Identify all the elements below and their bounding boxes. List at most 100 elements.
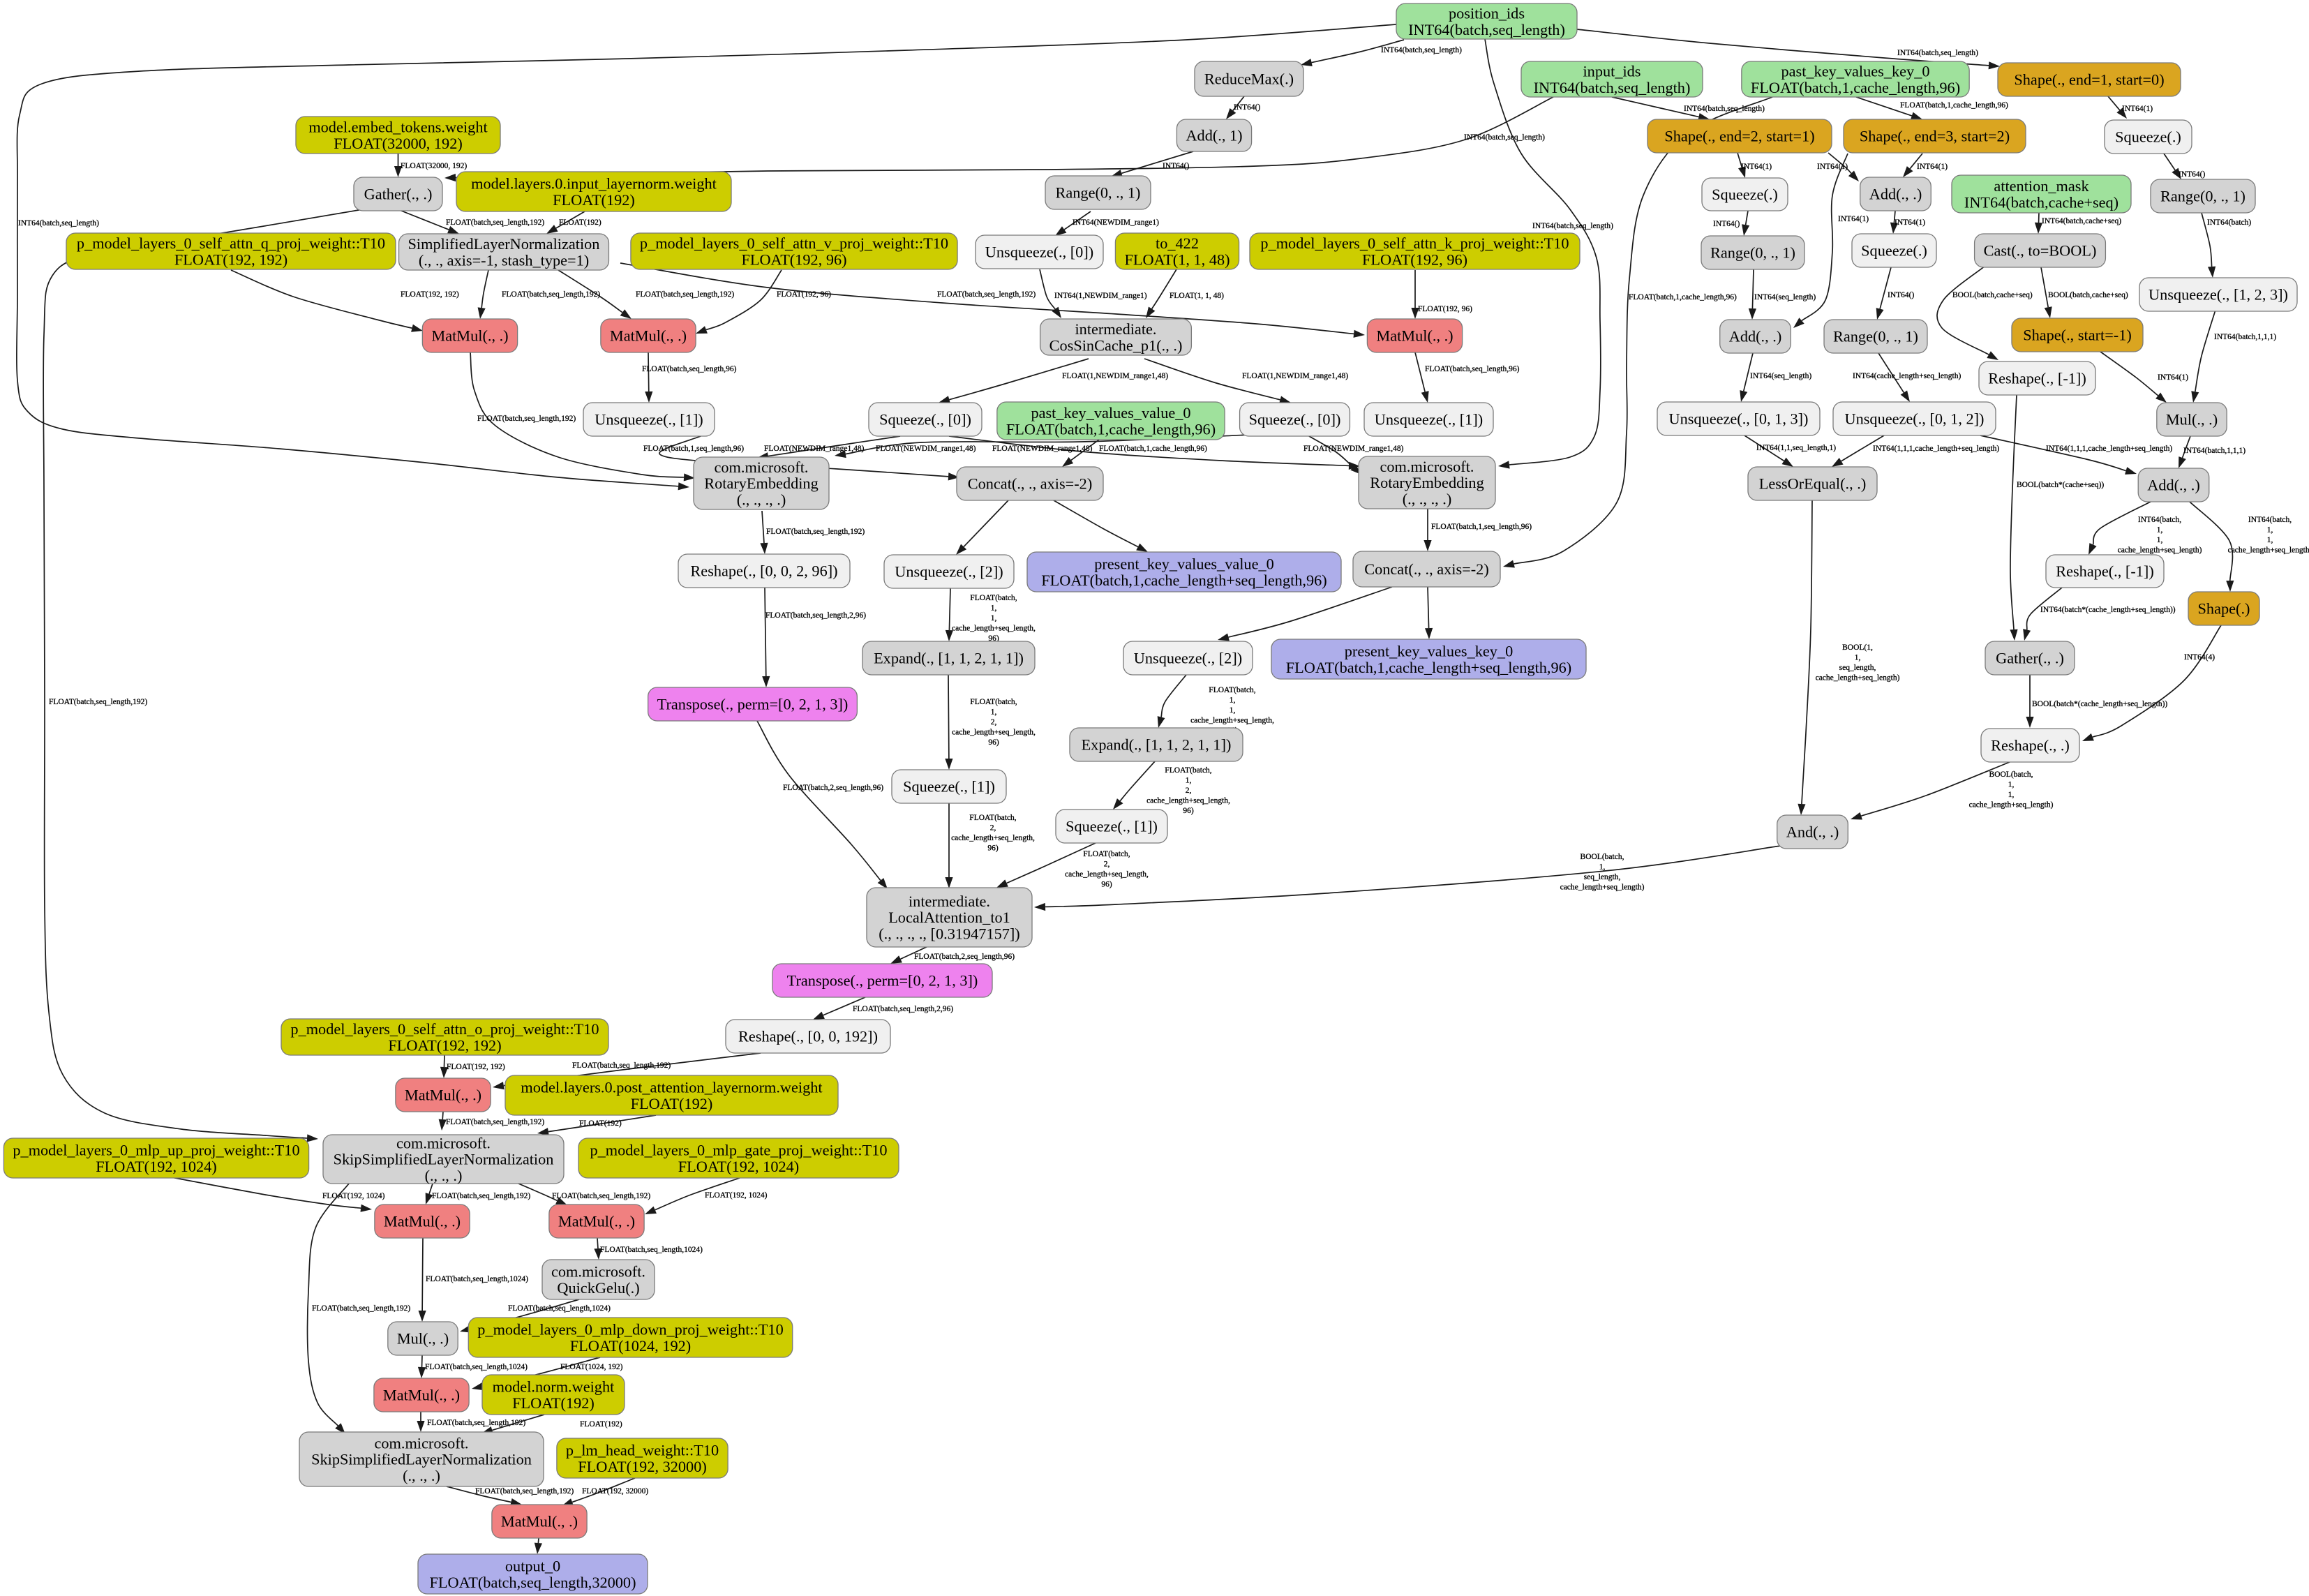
- svg-text:Shape(., end=2, start=1): Shape(., end=2, start=1): [1664, 128, 1814, 145]
- svg-text:Add(., 1): Add(., 1): [1186, 127, 1242, 144]
- svg-text:model.layers.0.post_attention_: model.layers.0.post_attention_layernorm.…: [521, 1079, 823, 1096]
- svg-text:FLOAT(batch,seq_length,192): FLOAT(batch,seq_length,192): [446, 218, 544, 227]
- svg-text:FLOAT(batch,seq_length,192): FLOAT(batch,seq_length,192): [432, 1192, 530, 1200]
- svg-text:FLOAT(batch,seq_length,192): FLOAT(batch,seq_length,192): [937, 290, 1036, 299]
- svg-text:INT64(batch,seq_length): INT64(batch,seq_length): [1534, 79, 1691, 96]
- svg-text:p_model_layers_0_mlp_down_proj: p_model_layers_0_mlp_down_proj_weight::T…: [477, 1321, 783, 1338]
- svg-text:FLOAT(NEWDIM_range1,48): FLOAT(NEWDIM_range1,48): [992, 445, 1093, 453]
- svg-text:2,: 2,: [1186, 786, 1192, 795]
- svg-text:FLOAT(batch,seq_length,192): FLOAT(batch,seq_length,192): [766, 528, 865, 536]
- svg-text:(., ., .): (., ., .): [425, 1167, 463, 1184]
- svg-text:(., ., ., ., [0.31947157]): (., ., ., ., [0.31947157]): [879, 925, 1020, 943]
- svg-text:INT64(seq_length): INT64(seq_length): [1754, 293, 1816, 301]
- svg-text:INT64(1): INT64(1): [1817, 163, 1848, 171]
- svg-text:FLOAT(batch,: FLOAT(batch,: [970, 698, 1017, 706]
- svg-text:FLOAT(batch,seq_length,32000): FLOAT(batch,seq_length,32000): [430, 1574, 636, 1591]
- svg-text:cache_length+seq_length): cache_length+seq_length): [2228, 546, 2309, 555]
- svg-text:FLOAT(192, 192): FLOAT(192, 192): [174, 251, 287, 268]
- svg-text:cache_length+seq_length,: cache_length+seq_length,: [1065, 870, 1149, 879]
- svg-text:com.microsoft.: com.microsoft.: [551, 1263, 645, 1281]
- svg-text:Add(., .): Add(., .): [1869, 186, 1922, 203]
- svg-text:FLOAT(batch,seq_length,1024): FLOAT(batch,seq_length,1024): [425, 1363, 528, 1371]
- svg-text:FLOAT(192): FLOAT(192): [553, 191, 635, 209]
- svg-text:FLOAT(batch,2,seq_length,96): FLOAT(batch,2,seq_length,96): [914, 953, 1015, 961]
- svg-text:FLOAT(batch,seq_length,96): FLOAT(batch,seq_length,96): [642, 365, 737, 373]
- svg-text:Unsqueeze(., [0, 1, 3]): Unsqueeze(., [0, 1, 3]): [1669, 410, 1809, 428]
- svg-text:cache_length+seq_length,: cache_length+seq_length,: [951, 834, 1035, 842]
- svg-text:And(., .): And(., .): [1786, 823, 1839, 841]
- svg-text:FLOAT(batch,seq_length,1024): FLOAT(batch,seq_length,1024): [426, 1275, 528, 1283]
- svg-text:96): 96): [988, 738, 999, 747]
- svg-text:Range(0, ., 1): Range(0, ., 1): [1833, 328, 1918, 345]
- svg-text:p_model_layers_0_self_attn_k_p: p_model_layers_0_self_attn_k_proj_weight…: [1260, 234, 1569, 252]
- svg-text:FLOAT(batch,1,seq_length,96): FLOAT(batch,1,seq_length,96): [643, 445, 744, 453]
- svg-text:RotaryEmbedding: RotaryEmbedding: [704, 475, 818, 492]
- svg-text:Cast(., to=BOOL): Cast(., to=BOOL): [1984, 242, 2097, 260]
- svg-text:past_key_values_value_0: past_key_values_value_0: [1031, 404, 1190, 422]
- svg-text:Squeeze(., [0]): Squeeze(., [0]): [1249, 411, 1341, 428]
- svg-text:FLOAT(192, 1024): FLOAT(192, 1024): [678, 1158, 799, 1175]
- svg-text:Squeeze(.): Squeeze(.): [1712, 186, 1778, 203]
- svg-text:Unsqueeze(., [1]): Unsqueeze(., [1]): [595, 411, 703, 428]
- svg-text:INT64(batch,1,1,1): INT64(batch,1,1,1): [2183, 447, 2246, 455]
- svg-text:Unsqueeze(., [2]): Unsqueeze(., [2]): [895, 563, 1003, 581]
- svg-text:model.layers.0.input_layernorm: model.layers.0.input_layernorm.weight: [471, 175, 717, 193]
- svg-text:intermediate.: intermediate.: [909, 893, 990, 910]
- svg-text:FLOAT(batch,seq_length,192): FLOAT(batch,seq_length,192): [552, 1192, 650, 1200]
- svg-text:present_key_values_key_0: present_key_values_key_0: [1345, 643, 1513, 660]
- svg-text:FLOAT(batch,: FLOAT(batch,: [969, 814, 1017, 822]
- svg-text:cache_length+seq_length,: cache_length+seq_length,: [952, 625, 1036, 633]
- svg-text:cache_length+seq_length,: cache_length+seq_length,: [1190, 717, 1274, 725]
- svg-text:FLOAT(192, 192): FLOAT(192, 192): [388, 1036, 501, 1054]
- svg-text:INT64(4): INT64(4): [2184, 653, 2215, 662]
- svg-text:com.microsoft.: com.microsoft.: [715, 458, 809, 476]
- svg-text:Expand(., [1, 1, 2, 1, 1]): Expand(., [1, 1, 2, 1, 1]): [874, 650, 1024, 667]
- svg-text:FLOAT(192): FLOAT(192): [559, 218, 601, 227]
- svg-text:cache_length+seq_length): cache_length+seq_length): [1969, 801, 2054, 810]
- svg-text:FLOAT(192, 192): FLOAT(192, 192): [401, 290, 459, 299]
- svg-text:FLOAT(batch,seq_length,192): FLOAT(batch,seq_length,192): [572, 1061, 671, 1070]
- svg-text:MatMul(., .): MatMul(., .): [501, 1513, 578, 1530]
- svg-text:FLOAT(batch,2,seq_length,96): FLOAT(batch,2,seq_length,96): [783, 784, 883, 792]
- svg-text:MatMul(., .): MatMul(., .): [405, 1087, 481, 1104]
- svg-text:LessOrEqual(., .): LessOrEqual(., .): [1759, 475, 1867, 493]
- svg-text:FLOAT(batch,1,seq_length,96): FLOAT(batch,1,seq_length,96): [1431, 523, 1532, 531]
- svg-text:INT64(1): INT64(1): [1741, 163, 1772, 171]
- svg-text:Concat(., ., axis=-2): Concat(., ., axis=-2): [968, 475, 1093, 493]
- svg-text:INT64(batch,seq_length): INT64(batch,seq_length): [1532, 222, 1613, 230]
- svg-text:Transpose(., perm=[0, 2, 1, 3]: Transpose(., perm=[0, 2, 1, 3]): [787, 972, 978, 990]
- svg-text:INT64(): INT64(): [1234, 103, 1260, 112]
- svg-text:p_model_layers_0_self_attn_v_p: p_model_layers_0_self_attn_v_proj_weight…: [640, 234, 948, 252]
- svg-text:INT64(): INT64(): [1888, 291, 1914, 299]
- svg-text:BOOL(batch,: BOOL(batch,: [1581, 853, 1624, 861]
- svg-text:SkipSimplifiedLayerNormalizati: SkipSimplifiedLayerNormalization: [311, 1451, 532, 1468]
- svg-text:FLOAT(192, 96): FLOAT(192, 96): [1362, 251, 1467, 268]
- svg-text:cache_length+seq_length): cache_length+seq_length): [1816, 674, 1900, 683]
- svg-text:INT64(1): INT64(1): [2122, 105, 2153, 113]
- svg-text:FLOAT(192): FLOAT(192): [579, 1119, 622, 1128]
- svg-text:BOOL(1,: BOOL(1,: [1842, 643, 1873, 652]
- svg-text:FLOAT(1, 1, 48): FLOAT(1, 1, 48): [1170, 292, 1224, 300]
- svg-text:FLOAT(192, 1024): FLOAT(192, 1024): [96, 1158, 216, 1175]
- svg-text:FLOAT(batch,seq_length,1024): FLOAT(batch,seq_length,1024): [600, 1246, 703, 1254]
- svg-text:FLOAT(batch,seq_length,192): FLOAT(batch,seq_length,192): [475, 1487, 574, 1496]
- svg-text:p_model_layers_0_mlp_up_proj_w: p_model_layers_0_mlp_up_proj_weight::T10: [13, 1142, 299, 1159]
- svg-text:FLOAT(192, 1024): FLOAT(192, 1024): [322, 1192, 385, 1200]
- svg-text:FLOAT(192, 1024): FLOAT(192, 1024): [705, 1191, 768, 1200]
- svg-text:FLOAT(batch,seq_length,192): FLOAT(batch,seq_length,192): [502, 290, 600, 299]
- svg-text:Add(., .): Add(., .): [1729, 328, 1782, 345]
- svg-text:CosSinCache_p1(., .): CosSinCache_p1(., .): [1049, 336, 1183, 354]
- svg-text:model.norm.weight: model.norm.weight: [493, 1378, 615, 1396]
- svg-text:INT64(1): INT64(1): [1895, 218, 1925, 227]
- svg-text:1,: 1,: [2157, 536, 2163, 544]
- svg-text:BOOL(batch*(cache_length+seq_l: BOOL(batch*(cache_length+seq_length)): [2032, 700, 2167, 708]
- svg-text:(., ., axis=-1, stash_type=1): (., ., axis=-1, stash_type=1): [419, 251, 589, 269]
- svg-text:FLOAT(batch,1,cache_length,96): FLOAT(batch,1,cache_length,96): [1006, 420, 1216, 438]
- svg-text:output_0: output_0: [505, 1558, 560, 1575]
- svg-text:FLOAT(batch,: FLOAT(batch,: [1209, 686, 1256, 694]
- svg-text:FLOAT(batch,: FLOAT(batch,: [1165, 766, 1212, 775]
- svg-text:Concat(., ., axis=-2): Concat(., ., axis=-2): [1364, 560, 1489, 578]
- svg-text:FLOAT(192): FLOAT(192): [512, 1394, 595, 1412]
- svg-text:INT64(1): INT64(1): [1917, 163, 1948, 171]
- svg-text:seq_length,: seq_length,: [1839, 664, 1876, 672]
